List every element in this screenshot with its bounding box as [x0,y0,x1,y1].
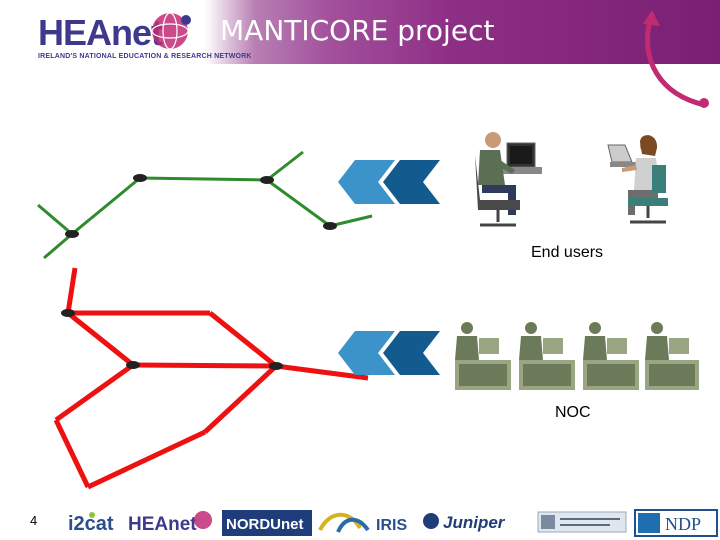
ministry-logo [537,511,627,533]
nordunet-logo: NORDUnet [222,510,312,536]
end-user-woman-icon [607,135,668,224]
heanet-footer-logo-text: HEAnet [128,514,197,535]
logo-tagline: IRELAND'S NATIONAL EDUCATION & RESEARCH … [38,53,252,60]
i2cat-logo-text: i2cat [68,513,114,535]
ndp-logo-text: NDP [665,514,701,534]
heanet-footer-logo: HEAnet [128,511,212,535]
iris-logo-text: IRIS [376,517,407,534]
end-user-man-icon [475,132,542,227]
chevron-arrow-bottom [338,331,440,375]
header-swoosh [643,10,709,108]
noc-label: NOC [555,404,591,421]
chevron-arrow-top [338,160,440,204]
nordunet-logo-text: NORDUnet [226,516,304,533]
iris-logo: IRIS [318,512,407,534]
heanet-logo: HEAnet IRELAND'S NATIONAL EDUCATION & RE… [10,6,251,64]
green-network [37,150,373,260]
page-title: MANTICORE project [220,14,495,47]
page-number: 4 [30,513,38,528]
noc-workstations-icon [455,322,699,390]
slide-header [0,0,720,64]
ndp-logo: NDP [634,509,718,537]
red-network [53,267,369,490]
end-users-label: End users [531,244,604,261]
globe-icon [151,12,191,50]
juniper-logo-text: Juniper [443,513,506,532]
logo-text: HEAnet [38,12,163,53]
i2cat-logo: i2cat [68,512,114,535]
footer-logos: i2cat HEAnet NORDUnet IRIS Juniper [68,509,718,537]
juniper-logo: Juniper [423,513,506,532]
red-network-nodes [61,309,283,370]
green-network-nodes [65,174,337,238]
